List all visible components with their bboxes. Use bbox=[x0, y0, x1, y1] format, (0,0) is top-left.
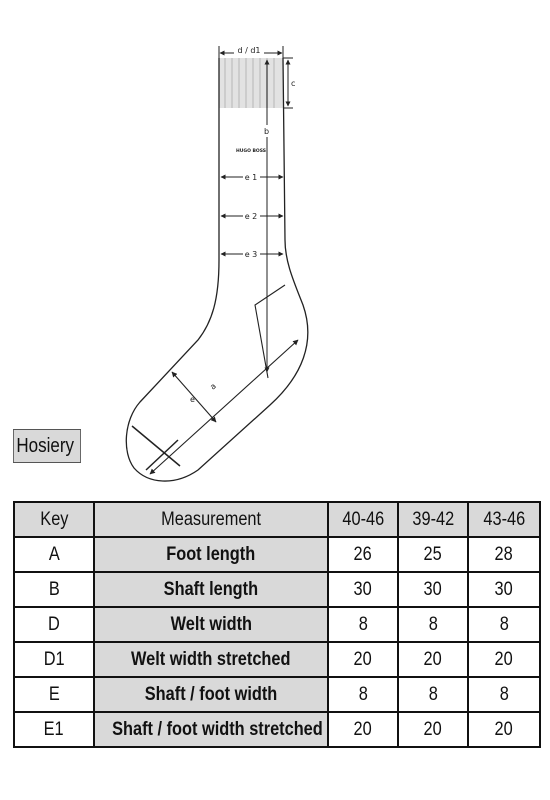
table-row: D Welt width 8 8 8 bbox=[13, 606, 541, 643]
row-value-43-46: 8 bbox=[467, 606, 541, 643]
row-value-40-46: 8 bbox=[327, 676, 399, 713]
dimension-b-label-bg bbox=[261, 125, 273, 137]
row-key: E bbox=[13, 676, 95, 713]
row-value-39-42: 8 bbox=[397, 606, 469, 643]
dimension-e-arrow bbox=[171, 371, 217, 423]
row-measurement: Welt width stretched bbox=[93, 641, 329, 678]
dimension-e3 bbox=[220, 249, 284, 259]
header-size-43-46: 43-46 bbox=[467, 501, 541, 538]
row-value-39-42: 20 bbox=[397, 641, 469, 678]
category-tag-label: Hosiery bbox=[16, 435, 75, 457]
row-key: D bbox=[13, 606, 95, 643]
dimension-a-label: a bbox=[208, 381, 218, 391]
dimension-e2-label: e 2 bbox=[245, 212, 258, 221]
row-value-40-46: 26 bbox=[327, 536, 399, 573]
table-row: B Shaft length 30 30 30 bbox=[13, 571, 541, 608]
table-row: E1 Shaft / foot width stretched 20 20 20 bbox=[13, 711, 541, 748]
row-value-39-42: 8 bbox=[397, 676, 469, 713]
toe-line bbox=[131, 425, 181, 467]
row-key: D1 bbox=[13, 641, 95, 678]
row-key: E1 bbox=[13, 711, 95, 748]
table-row: E Shaft / foot width 8 8 8 bbox=[13, 676, 541, 713]
header-size-40-46: 40-46 bbox=[327, 501, 399, 538]
row-value-43-46: 28 bbox=[467, 536, 541, 573]
sock-diagram: d / d1 c b HUGO BOSS e 1 e 2 e 3 a e bbox=[125, 45, 309, 482]
heel-line bbox=[254, 284, 286, 379]
dimension-e3-label: e 3 bbox=[245, 250, 258, 259]
header-measurement: Measurement bbox=[93, 501, 329, 538]
dimension-d-label: d / d1 bbox=[237, 46, 260, 55]
dimension-e-label: e bbox=[190, 395, 195, 404]
row-value-39-42: 25 bbox=[397, 536, 469, 573]
size-table: Key Measurement 40-46 39-42 43-46 A Foot… bbox=[13, 501, 541, 748]
table-row: A Foot length 26 25 28 bbox=[13, 536, 541, 573]
row-measurement: Shaft / foot width stretched bbox=[93, 711, 329, 748]
row-value-39-42: 30 bbox=[397, 571, 469, 608]
row-value-40-46: 30 bbox=[327, 571, 399, 608]
row-value-40-46: 8 bbox=[327, 606, 399, 643]
header-size-39-42: 39-42 bbox=[397, 501, 469, 538]
header-key: Key bbox=[13, 501, 95, 538]
toe-line-2 bbox=[145, 439, 179, 471]
row-value-43-46: 8 bbox=[467, 676, 541, 713]
row-measurement: Shaft length bbox=[93, 571, 329, 608]
row-value-40-46: 20 bbox=[327, 711, 399, 748]
table-header-row: Key Measurement 40-46 39-42 43-46 bbox=[13, 501, 541, 538]
row-value-39-42: 20 bbox=[397, 711, 469, 748]
row-measurement: Welt width bbox=[93, 606, 329, 643]
row-measurement: Shaft / foot width bbox=[93, 676, 329, 713]
row-value-40-46: 20 bbox=[327, 641, 399, 678]
row-key: B bbox=[13, 571, 95, 608]
category-tag: Hosiery bbox=[13, 429, 81, 463]
sock-outline bbox=[125, 57, 309, 482]
dimension-e1-label: e 1 bbox=[245, 173, 258, 182]
brand-mark: HUGO BOSS bbox=[236, 148, 266, 154]
dimension-e2 bbox=[220, 211, 284, 221]
row-value-43-46: 30 bbox=[467, 571, 541, 608]
row-key: A bbox=[13, 536, 95, 573]
row-measurement: Foot length bbox=[93, 536, 329, 573]
dimension-a-arrow bbox=[149, 339, 299, 475]
dimension-e1 bbox=[220, 172, 284, 182]
table-row: D1 Welt width stretched 20 20 20 bbox=[13, 641, 541, 678]
welt-band bbox=[219, 58, 283, 108]
dimension-d-label-bg bbox=[234, 45, 264, 55]
dimension-b-label: b bbox=[264, 127, 269, 136]
row-value-43-46: 20 bbox=[467, 641, 541, 678]
row-value-43-46: 20 bbox=[467, 711, 541, 748]
dimension-c-label: c bbox=[291, 79, 295, 88]
